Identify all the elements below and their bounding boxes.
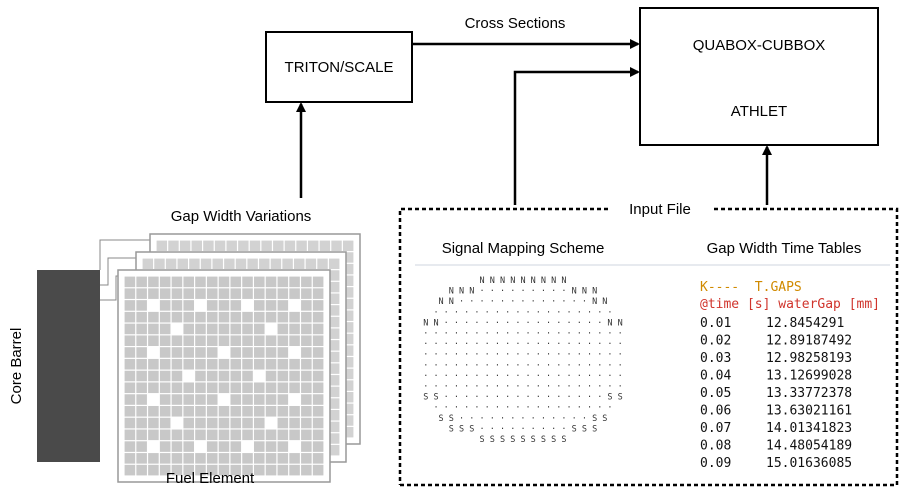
- signal-map-row: · · · · · · · · · · · · · · · · · · · ·: [423, 371, 623, 381]
- signal-map-row: N N · · · · · · · · · · · · · N N: [439, 297, 608, 307]
- table-gap-cell: 15.01636085: [766, 456, 852, 471]
- table-gap-cell: 13.33772378: [766, 386, 852, 401]
- signal-map-row: · · · · · · · · · · · · · · · · · ·: [433, 308, 612, 318]
- table-time-cell: 0.02: [700, 334, 731, 349]
- gap-width-table: K---- T.GAPS @time [s] waterGap [mm] 0.0…: [700, 280, 880, 471]
- gap-width-variations-label: Gap Width Variations: [171, 208, 312, 225]
- signal-map-row: · · · · · · · · · · · · · · · · · · · ·: [423, 329, 623, 339]
- signal-mapping-scheme: N N N N N N N N NN N N · · · · · · · · ·…: [423, 276, 623, 445]
- table-gap-cell: 12.98258193: [766, 351, 852, 366]
- table-time-cell: 0.01: [700, 316, 731, 331]
- quabox-athlet-box: [639, 7, 879, 146]
- table-time-cell: 0.03: [700, 351, 731, 366]
- signal-map-row: S S · · · · · · · · · · · · · S S: [439, 414, 608, 424]
- signal-map-row: N N · · · · · · · · · · · · · · · · N N: [423, 318, 623, 328]
- table-gap-cell: 13.63021161: [766, 404, 852, 419]
- table-gap-cell: 13.12699028: [766, 369, 852, 384]
- table-header-columns: @time [s] waterGap [mm]: [700, 297, 880, 312]
- signal-map-row: · · · · · · · · · · · · · · · · · ·: [433, 403, 612, 413]
- fuel-grid-layer: [117, 269, 331, 483]
- table-gap-cell: 14.48054189: [766, 439, 852, 454]
- signal-map-row: S S S S S S S S S: [480, 435, 567, 445]
- signal-map-row: S S · · · · · · · · · · · · · · · · S S: [423, 393, 623, 403]
- gap-width-tables-title: Gap Width Time Tables: [707, 240, 862, 257]
- signal-map-row: · · · · · · · · · · · · · · · · · · · ·: [423, 361, 623, 371]
- quabox-label: QUABOX-CUBBOX: [693, 37, 826, 54]
- signal-map-row: · · · · · · · · · · · · · · · · · · · ·: [423, 340, 623, 350]
- table-time-cell: 0.05: [700, 386, 731, 401]
- signal-map-row: · · · · · · · · · · · · · · · · · · · ·: [423, 350, 623, 360]
- barrel-connectors: [99, 239, 150, 301]
- table-gap-cell: 12.89187492: [766, 334, 852, 349]
- input-file-label: Input File: [629, 201, 691, 218]
- table-header-keyword: K---- T.GAPS: [700, 280, 802, 295]
- table-time-cell: 0.04: [700, 369, 731, 384]
- signal-mapping-title: Signal Mapping Scheme: [442, 240, 605, 257]
- fuel-element-stack: [99, 233, 361, 483]
- triton-scale-label: TRITON/SCALE: [285, 59, 394, 76]
- signal-map-row: S S S · · · · · · · · · S S S: [449, 424, 597, 434]
- table-gap-cell: 14.01341823: [766, 421, 852, 436]
- table-time-cell: 0.07: [700, 421, 731, 436]
- input-file-box: [398, 207, 899, 487]
- table-time-cell: 0.06: [700, 404, 731, 419]
- signal-map-row: · · · · · · · · · · · · · · · · · · · ·: [423, 382, 623, 392]
- table-time-cell: 0.08: [700, 439, 731, 454]
- table-time-cell: 0.09: [700, 456, 731, 471]
- signal-map-row: N N N N N N N N N: [480, 276, 567, 286]
- fuel-element-label: Fuel Element: [166, 470, 255, 487]
- triton-scale-box: [265, 31, 413, 103]
- signal-map-row: N N N · · · · · · · · · N N N: [449, 287, 597, 297]
- input-to-quabox-arrow: [513, 67, 640, 205]
- table-gap-cell: 12.8454291: [766, 316, 844, 331]
- athlet-label: ATHLET: [731, 103, 787, 120]
- core-barrel: [37, 270, 100, 462]
- cross-sections-label: Cross Sections: [465, 15, 566, 32]
- core-barrel-label: Core Barrel: [8, 328, 25, 405]
